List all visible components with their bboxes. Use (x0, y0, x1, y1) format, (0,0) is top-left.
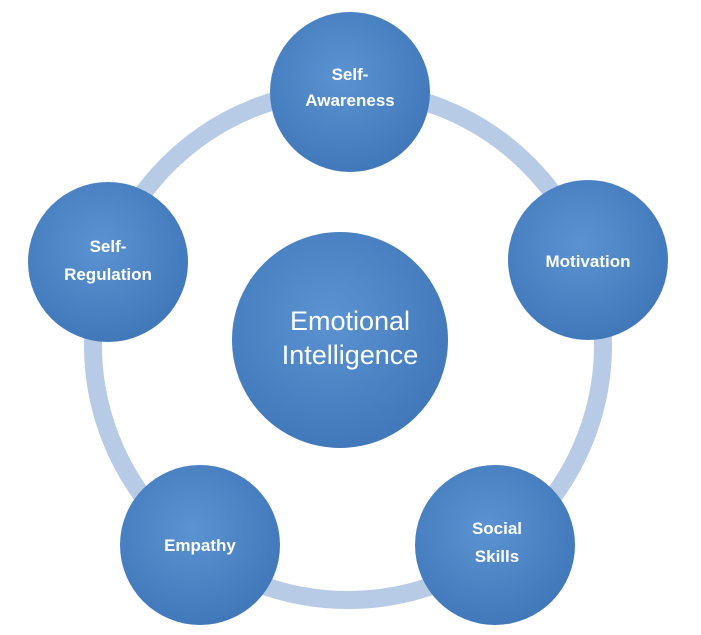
center-node: Emotional Intelligence (232, 232, 448, 448)
center-node-circle (232, 232, 448, 448)
node-self-awareness-label-line1: Self- (332, 65, 369, 84)
node-motivation: Motivation (508, 180, 668, 340)
node-self-regulation-label-line2: Regulation (64, 265, 152, 284)
node-self-awareness-label-line2: Awareness (305, 91, 394, 110)
node-empathy-label: Empathy (164, 536, 236, 555)
node-empathy: Empathy (120, 465, 280, 625)
node-motivation-label: Motivation (546, 252, 631, 271)
node-self-regulation-circle (28, 182, 188, 342)
node-social-skills-circle (415, 465, 575, 625)
node-self-regulation: Self- Regulation (28, 182, 188, 342)
node-empathy-circle (120, 465, 280, 625)
node-self-awareness-circle (270, 12, 430, 172)
node-self-regulation-label-line1: Self- (90, 237, 127, 256)
node-social-skills: Social Skills (415, 465, 575, 625)
center-node-label-line1: Emotional (290, 306, 410, 336)
node-motivation-circle (508, 180, 668, 340)
node-social-skills-label-line1: Social (472, 519, 522, 538)
center-node-label-line2: Intelligence (282, 340, 419, 370)
node-social-skills-label-line2: Skills (475, 547, 519, 566)
node-self-awareness: Self- Awareness (270, 12, 430, 172)
